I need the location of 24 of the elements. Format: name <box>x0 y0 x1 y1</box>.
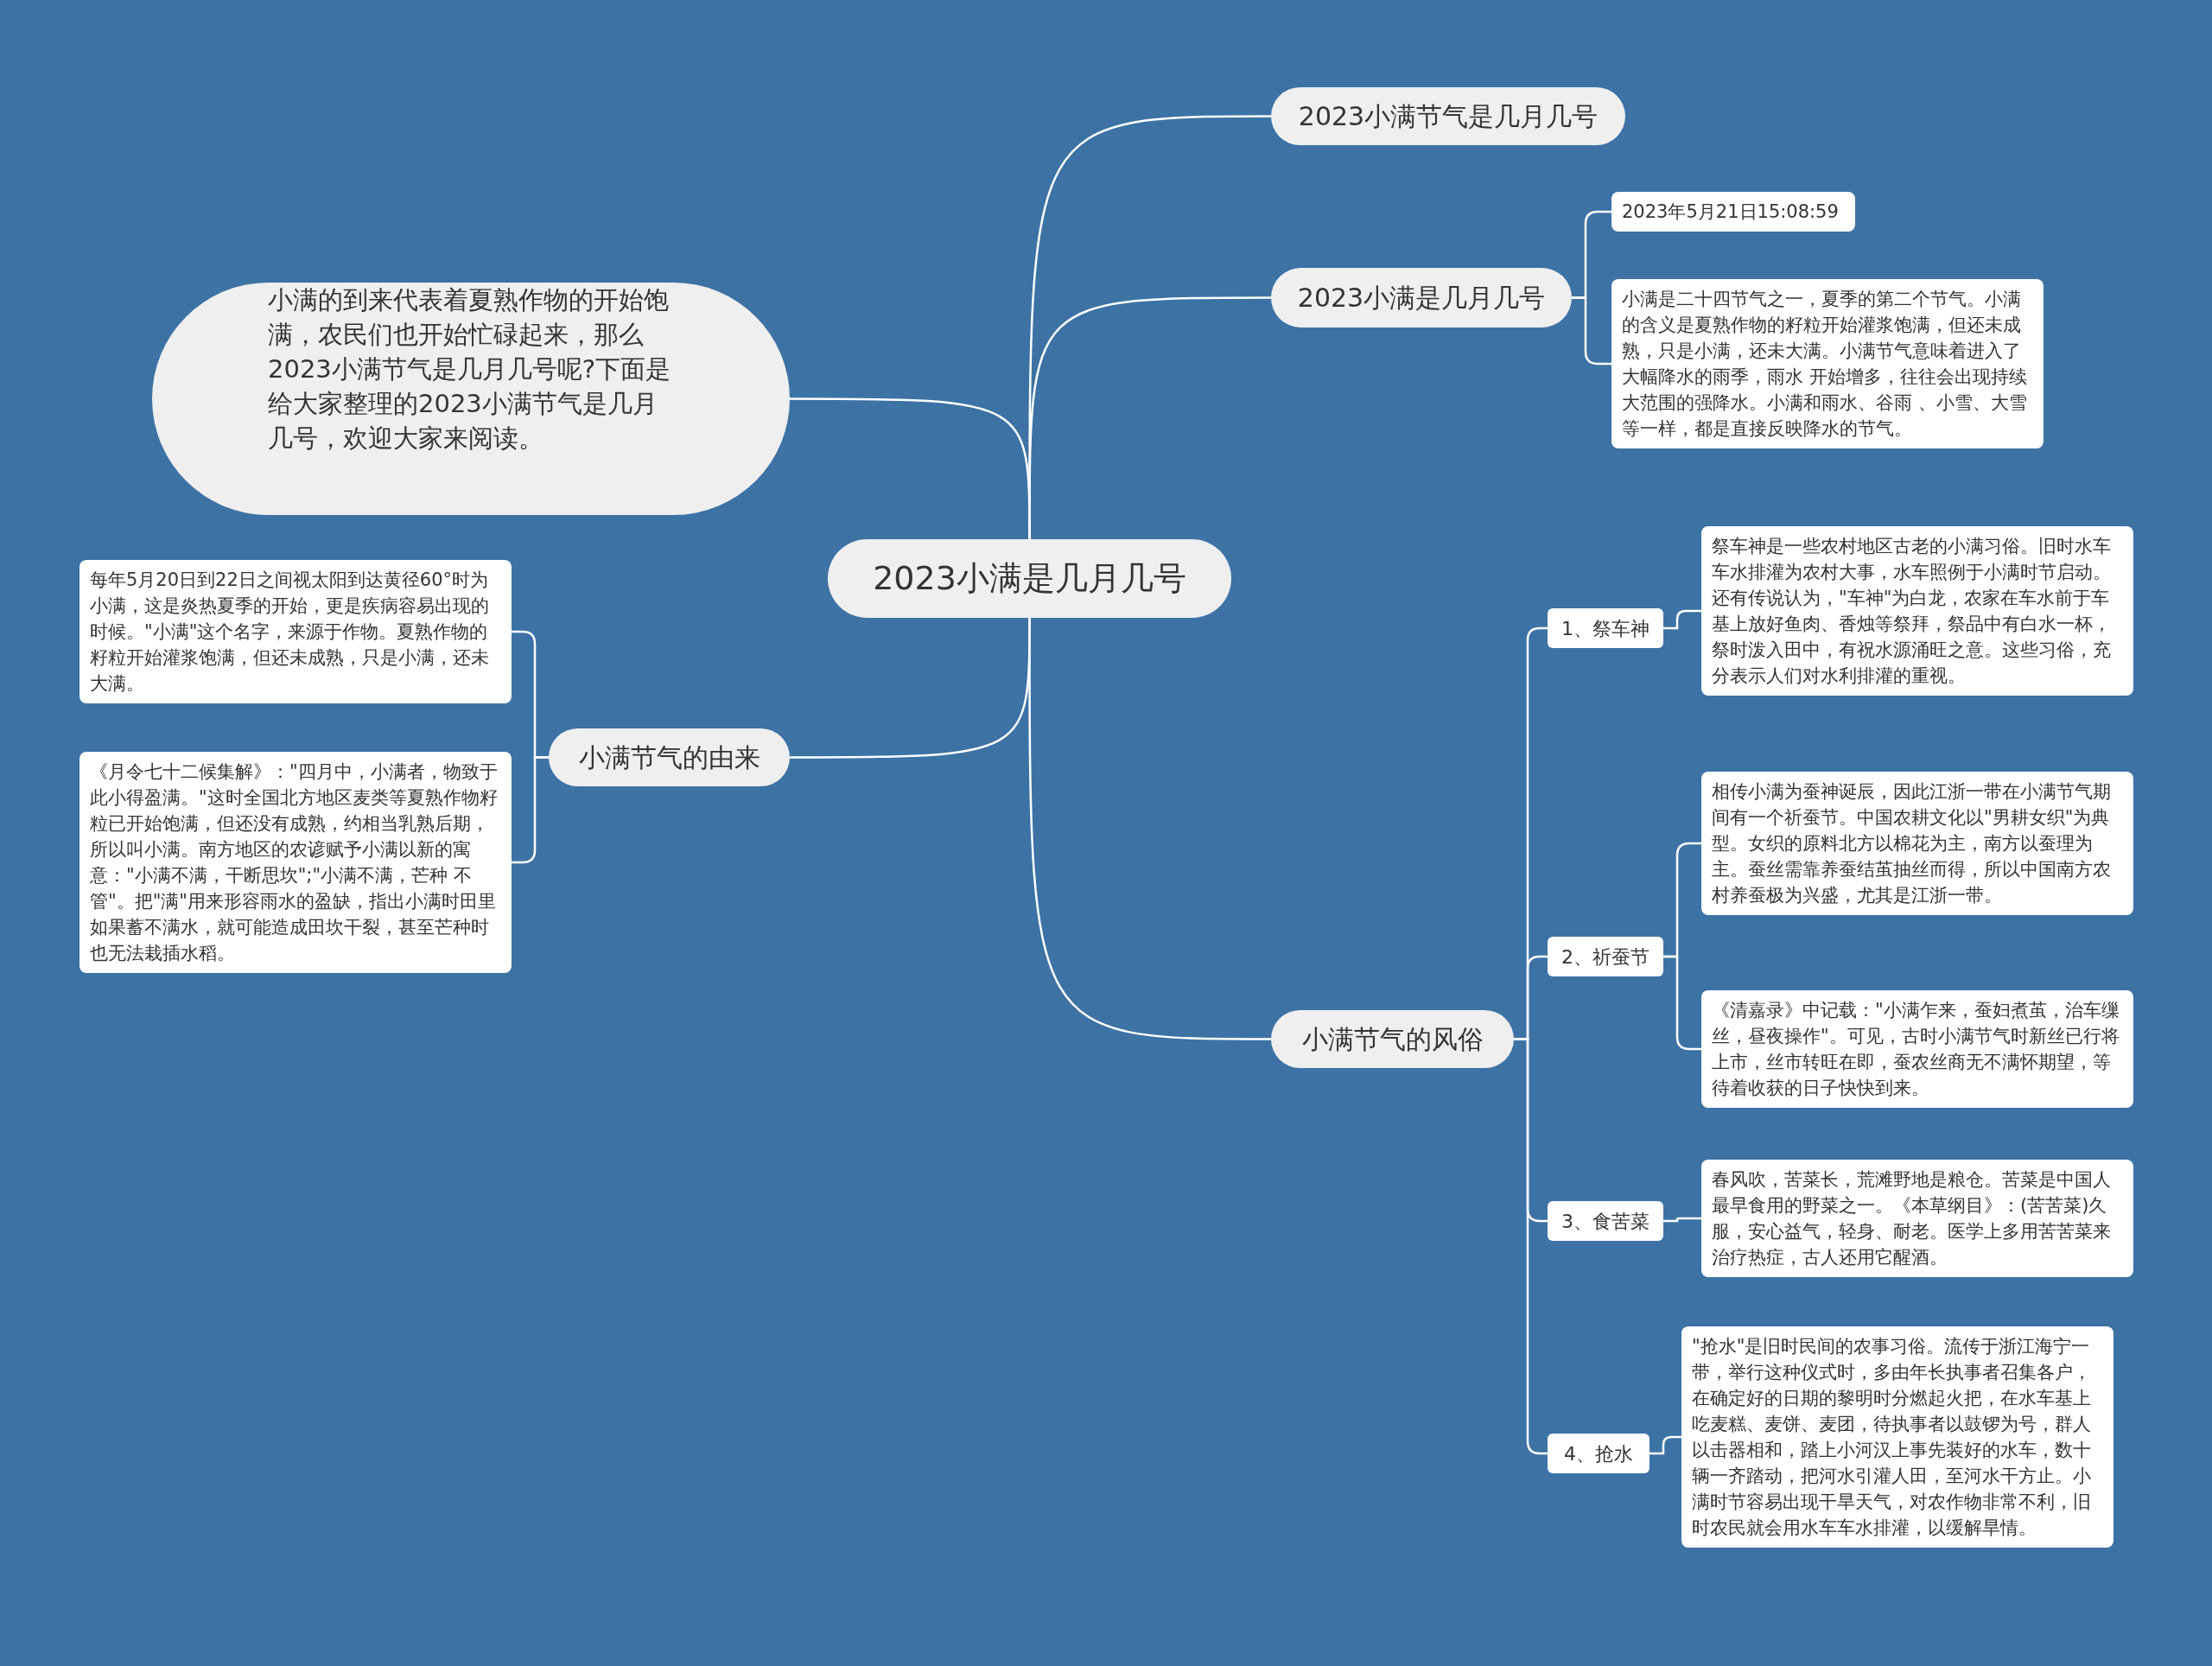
central-topic: 2023小满是几月几号 <box>828 539 1231 618</box>
note-card: 《月令七十二候集解》："四月中，小满者，物致于此小得盈满。"这时全国北方地区麦类等夏熟作物籽粒已开始饱满，但还没有成熟，约相当乳熟后期，所以叫小满。南方地区的农谚赋予小满以新的寓意："小满不满，干断思坎";"小满不满，芒种 不管"。把"满"用来形容雨水的盈缺，指出小满时田里如果蓄不满水，就可能造成田坎干裂，甚至芒种时也无法栽插水稻。 <box>79 752 512 973</box>
subtopic-tag: 1、祭车神 <box>1548 608 1663 648</box>
intro-bubble: 小满的到来代表着夏熟作物的开始饱满，农民们也开始忙碌起来，那么2023小满节气是几月几号呢?下面是给大家整理的2023小满节气是几月几号，欢迎大家来阅读。 <box>152 283 790 515</box>
note-card: 小满是二十四节气之一，夏季的第二个节气。小满的含义是夏熟作物的籽粒开始灌浆饱满，但还未成熟，只是小满，还未大满。小满节气意味着进入了大幅降水的雨季，雨水 开始增多，往往会出现持续大范围的强降水。小满和雨水、谷雨 、小雪、大雪等一样，都是直接反映降水的节气。 <box>1611 279 2044 448</box>
note-card: 祭车神是一些农村地区古老的小满习俗。旧时水车车水排灌为农村大事，水车照例于小满时节启动。还有传说认为，"车神"为白龙，农家在车水前于车基上放好鱼肉、香烛等祭拜，祭品中有白水一杯，祭时泼入田中，有祝水源涌旺之意。这些习俗，充分表示人们对水利排灌的重视。 <box>1701 526 2133 696</box>
note-card: 《清嘉录》中记载："小满乍来，蚕妇煮茧，治车缫丝，昼夜操作"。可见，古时小满节气时新丝已行将上市，丝市转旺在即，蚕农丝商无不满怀期望，等待着收获的日子快快到来。 <box>1701 990 2133 1108</box>
connector-line <box>1649 1435 1681 1455</box>
connector-line <box>1663 1217 1701 1223</box>
subtopic-tag: 3、食苦菜 <box>1548 1201 1663 1241</box>
branch-topic: 小满节气的风俗 <box>1271 1010 1514 1068</box>
branch-topic: 2023小满是几月几号 <box>1271 268 1572 327</box>
note-card: 相传小满为蚕神诞辰，因此江浙一带在小满节气期间有一个祈蚕节。中国农耕文化以"男耕女织"为典型。女织的原料北方以棉花为主，南方以蚕理为主。蚕丝需靠养蚕结茧抽丝而得，所以中国南方农村养蚕极为兴盛，尤其是江浙一带。 <box>1701 772 2133 915</box>
branch-topic: 2023小满节气是几月几号 <box>1271 87 1625 145</box>
note-card: 春风吹，苦菜长，荒滩野地是粮仓。苦菜是中国人最早食用的野菜之一。《本草纲目》：(苦苦菜)久服，安心益气，轻身、耐老。医学上多用苦苦菜来治疗热症，古人还用它醒酒。 <box>1701 1160 2133 1277</box>
branch-topic: 小满节气的由来 <box>549 728 790 786</box>
note-card: 2023年5月21日15:08:59 <box>1611 192 1855 232</box>
connector-line <box>1028 296 1271 539</box>
note-card: "抢水"是旧时民间的农事习俗。流传于浙江海宁一带，举行这种仪式时，多由年长执事者召集各户，在确定好的日期的黎明时分燃起火把，在水车基上吃麦糕、麦饼、麦团，待执事者以鼓锣为号，群人以击器相和，踏上小河汉上事先装好的水车，数十辆一齐踏动，把河水引灌人田，至河水干方止。小满时节容易出现干旱天气，对农作物非常不利，旧时农民就会用水车车水排灌，以缓解旱情。 <box>1681 1326 2113 1548</box>
connector-line <box>1028 618 1271 1040</box>
note-card: 每年5月20日到22日之间视太阳到达黄径60°时为小满，这是炎热夏季的开始，更是疾病容易出现的时候。"小满"这个名字，来源于作物。夏熟作物的籽粒开始灌浆饱满，但还未成熟，只是小满，还未大满。 <box>79 560 512 703</box>
subtopic-tag: 2、祈蚕节 <box>1548 937 1663 976</box>
subtopic-tag: 4、抢水 <box>1548 1434 1649 1473</box>
connector-line <box>1663 609 1701 630</box>
